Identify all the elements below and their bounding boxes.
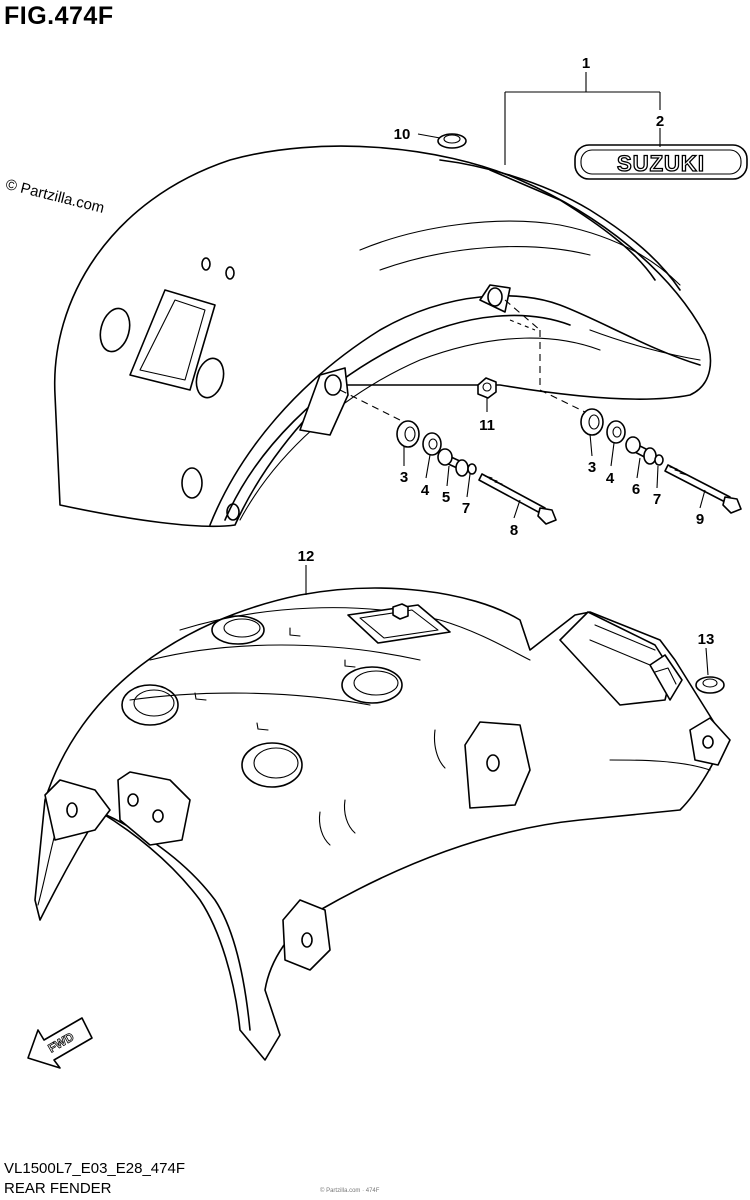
callout-7-right: 7 [653,491,661,508]
rear-fender-lower[interactable] [34,587,731,1061]
callout-2: 2 [656,113,664,130]
callout-5: 5 [442,489,450,506]
callout-11: 11 [479,417,495,434]
suzuki-emblem[interactable]: SUZUKI [574,144,748,180]
emblem-text: SUZUKI [617,151,705,176]
callout-3-left: 3 [400,469,408,486]
footer-fine-print: © Partzilla.com · 474F [320,1188,380,1194]
callout-4-left: 4 [421,482,430,499]
callout-6: 6 [632,481,640,498]
nut-11[interactable] [477,377,497,399]
callout-4-right: 4 [606,470,615,487]
model-code: VL1500L7_E03_E28_474F [4,1160,185,1177]
callout-1: 1 [582,55,590,72]
callout-3-right: 3 [588,459,596,476]
hardware-right[interactable] [580,408,742,514]
callout-12: 12 [298,548,315,565]
rear-fender-upper[interactable] [53,145,712,528]
callout-9: 9 [696,511,704,528]
callout-13: 13 [698,631,715,648]
figure-title: FIG.474F [4,2,114,30]
leader-lines [305,72,709,676]
grommet-10[interactable] [437,133,467,149]
callout-7-left: 7 [462,500,470,517]
section-name: REAR FENDER [4,1180,112,1197]
callout-labels: 1 2 3 3 4 4 5 6 7 7 8 9 10 11 12 13 [298,55,715,648]
fwd-arrow: FWD [27,1017,93,1069]
callout-8: 8 [510,522,518,539]
callout-10: 10 [394,126,411,143]
hardware-left[interactable] [396,420,557,525]
grommet-13[interactable] [695,676,725,694]
